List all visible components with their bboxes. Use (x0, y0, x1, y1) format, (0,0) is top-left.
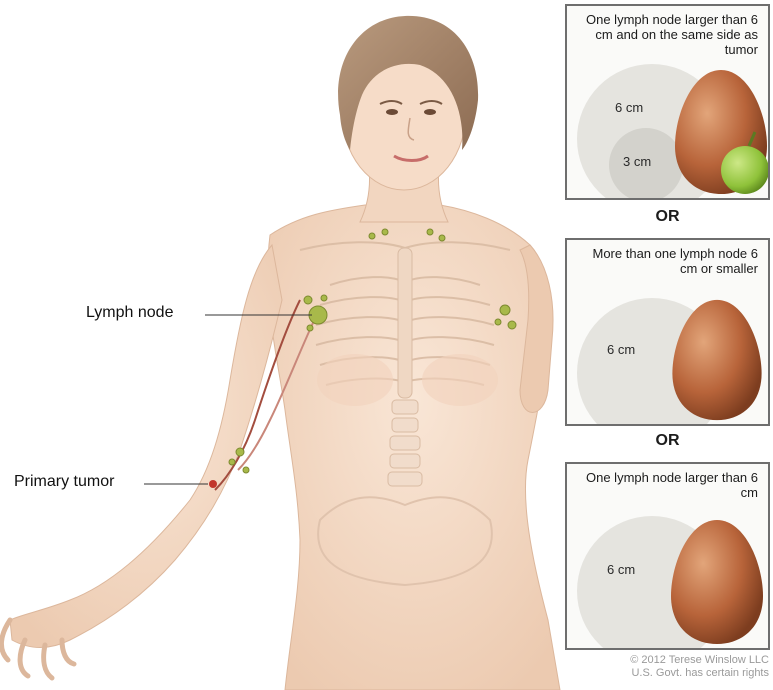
copyright-line-2: U.S. Govt. has certain rights (630, 667, 769, 680)
callout-lymph-node: Lymph node (86, 304, 173, 322)
disc-label-6cm: 6 cm (607, 342, 635, 357)
disc-label-6cm: 6 cm (607, 562, 635, 577)
panel-more-than-one-node: More than one lymph node 6 cm or smaller… (565, 238, 770, 426)
egg-icon (667, 516, 767, 648)
copyright-line-1: © 2012 Terese Winslow LLC (630, 654, 769, 667)
or-separator-2: OR (565, 432, 770, 450)
callout-primary-tumor: Primary tumor (14, 473, 114, 491)
copyright-notice: © 2012 Terese Winslow LLC U.S. Govt. has… (630, 654, 769, 680)
egg-icon (667, 296, 767, 424)
disc-label-6cm: 6 cm (615, 100, 643, 115)
panel-one-node-larger-same-side: One lymph node larger than 6 cm and on t… (565, 4, 770, 200)
panel-caption: One lymph node larger than 6 cm (573, 470, 758, 500)
disc-label-3cm: 3 cm (623, 154, 651, 169)
panel-one-node-larger: One lymph node larger than 6 cm 6 cm (565, 462, 770, 650)
panel-caption: More than one lymph node 6 cm or smaller (573, 246, 758, 276)
grape-icon (717, 130, 770, 196)
panel-caption: One lymph node larger than 6 cm and on t… (573, 12, 758, 57)
or-separator-1: OR (565, 208, 770, 226)
